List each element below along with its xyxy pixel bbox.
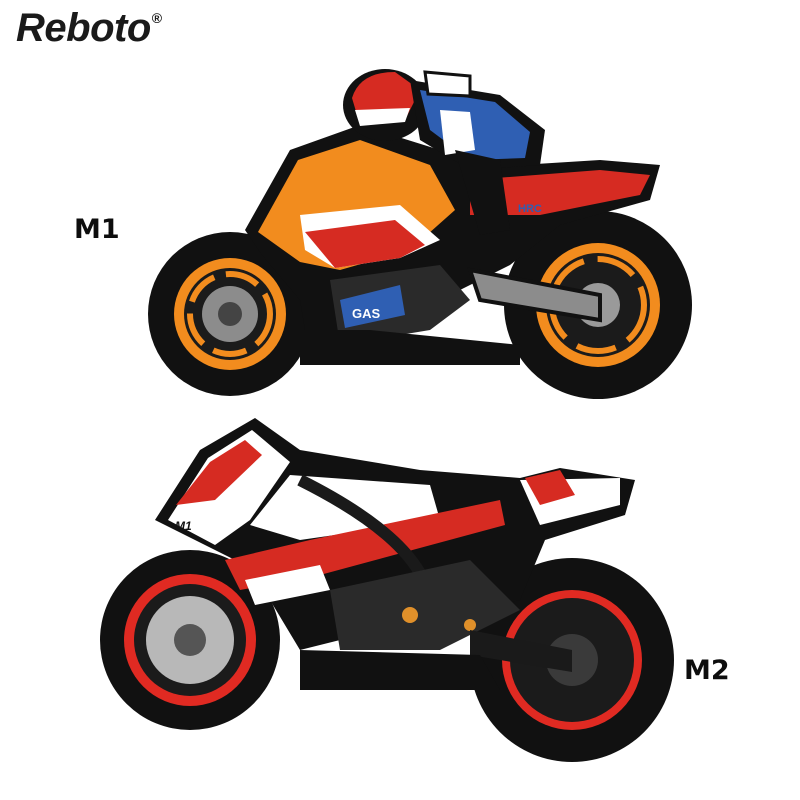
m1-gas-decal: GAS [352,306,381,321]
model-label-m1: M1 [74,214,120,245]
m1-tail [470,170,650,215]
m2-fairing [168,430,290,545]
m1-front-wheel [148,232,312,396]
brand-logo: Reboto® [16,6,162,51]
m2-front-wheel [100,550,280,730]
m2-fairing-decal: M1 [175,519,192,533]
model-label-m2: M2 [684,655,730,686]
brand-name: Reboto [16,6,151,50]
registered-mark: ® [151,10,162,26]
m1-rider [343,69,545,235]
m1-hrc-badge: HRC [518,203,542,215]
